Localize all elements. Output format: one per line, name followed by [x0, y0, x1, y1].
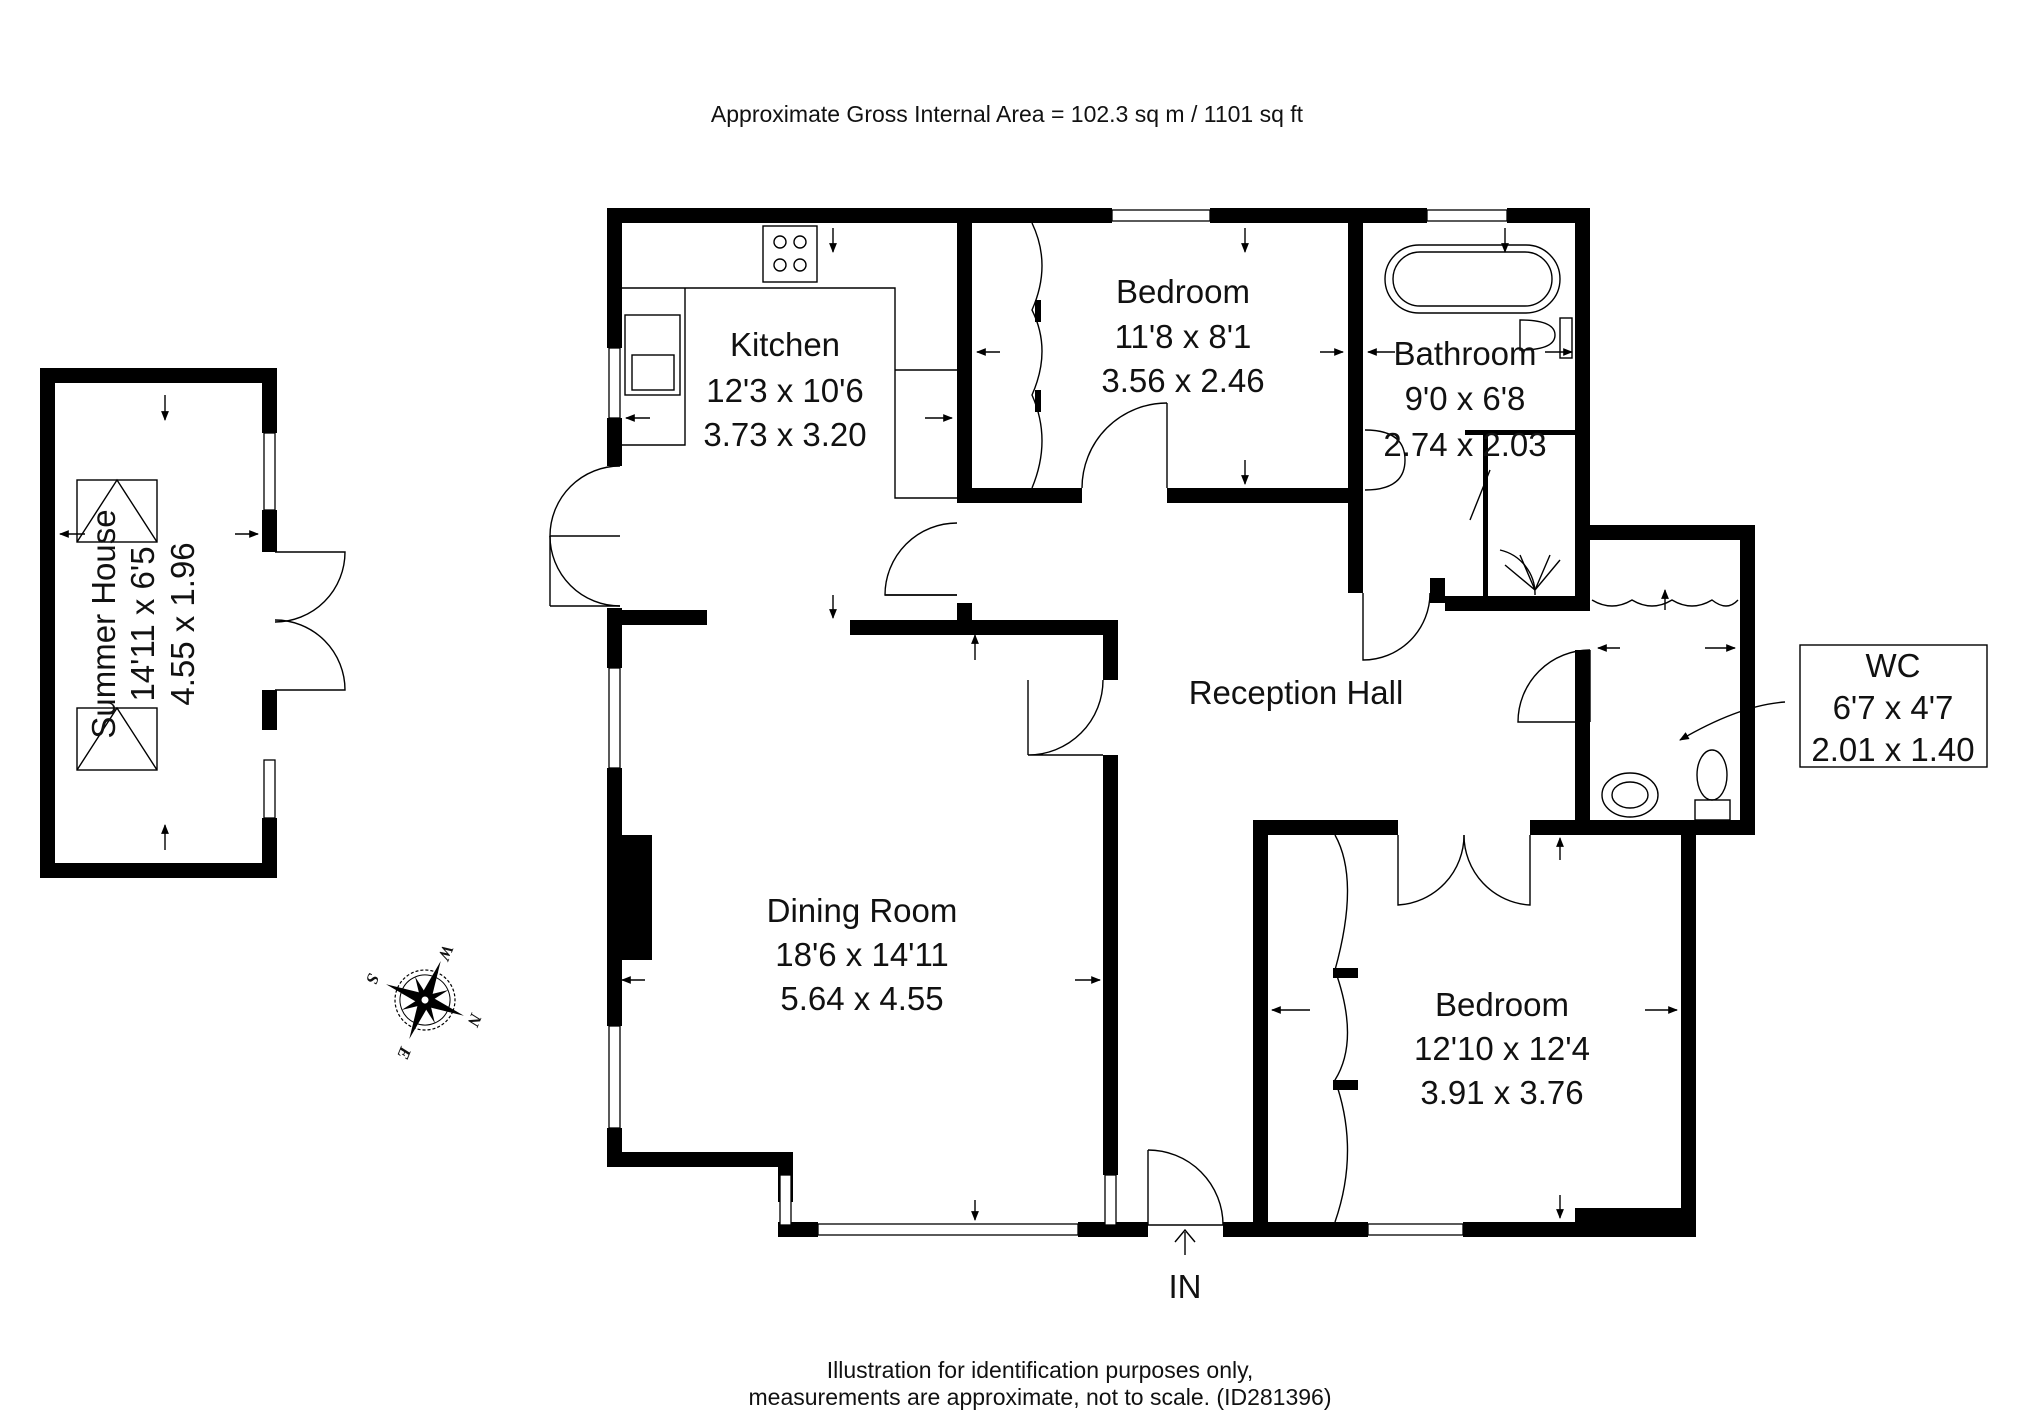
- bathroom-imperial: 9'0 x 6'8: [1405, 380, 1526, 417]
- kitchen-label: Kitchen 12'3 x 10'6 3.73 x 3.20: [703, 326, 866, 453]
- summer-house: Summer House 14'11 x 6'5 4.55 x 1.96: [40, 368, 346, 878]
- bathroom-label: Bathroom 9'0 x 6'8 2.74 x 2.03: [1383, 335, 1546, 463]
- bathroom-metric: 2.74 x 2.03: [1383, 426, 1546, 463]
- bedroom-bottom-imperial: 12'10 x 12'4: [1414, 1030, 1590, 1067]
- dining-name: Dining Room: [767, 892, 958, 929]
- bedroom-bottom-name: Bedroom: [1435, 986, 1569, 1023]
- bedroom-bottom-label: Bedroom 12'10 x 12'4 3.91 x 3.76: [1414, 986, 1590, 1111]
- bathroom-name: Bathroom: [1393, 335, 1536, 372]
- compass-s: S: [362, 971, 383, 987]
- kitchen-metric: 3.73 x 3.20: [703, 416, 866, 453]
- compass-rose: W E N S: [362, 942, 486, 1062]
- bedroom-top-metric: 3.56 x 2.46: [1101, 362, 1264, 399]
- summer-house-metric: 4.55 x 1.96: [164, 542, 201, 705]
- summer-house-imperial: 14'11 x 6'5: [124, 546, 161, 701]
- dining-room-label: Dining Room 18'6 x 14'11 5.64 x 4.55: [767, 892, 958, 1017]
- footer-line-2: measurements are approximate, not to sca…: [749, 1384, 1332, 1410]
- footer-line-1: Illustration for identification purposes…: [827, 1357, 1254, 1383]
- bedroom-top-label: Bedroom 11'8 x 8'1 3.56 x 2.46: [1101, 273, 1264, 399]
- summer-house-name: Summer House: [85, 509, 122, 738]
- dining-imperial: 18'6 x 14'11: [775, 936, 948, 973]
- main-walls: [549, 208, 1786, 1255]
- compass-n: N: [463, 1010, 486, 1030]
- wc-name: WC: [1866, 647, 1921, 684]
- dining-metric: 5.64 x 4.55: [780, 980, 943, 1017]
- wc-metric: 2.01 x 1.40: [1811, 731, 1974, 768]
- wc-label: WC 6'7 x 4'7 2.01 x 1.40: [1799, 644, 1988, 768]
- compass-e: E: [393, 1043, 415, 1062]
- wc-imperial: 6'7 x 4'7: [1833, 689, 1954, 726]
- reception-hall-name: Reception Hall: [1189, 674, 1404, 711]
- compass-w: W: [434, 942, 458, 965]
- gross-area-text: Approximate Gross Internal Area = 102.3 …: [711, 101, 1304, 127]
- kitchen-imperial: 12'3 x 10'6: [706, 372, 864, 409]
- kitchen-name: Kitchen: [730, 326, 840, 363]
- bedroom-top-name: Bedroom: [1116, 273, 1250, 310]
- bedroom-top-imperial: 11'8 x 8'1: [1115, 318, 1252, 355]
- entrance-label: IN: [1169, 1268, 1202, 1305]
- bedroom-bottom-metric: 3.91 x 3.76: [1420, 1074, 1583, 1111]
